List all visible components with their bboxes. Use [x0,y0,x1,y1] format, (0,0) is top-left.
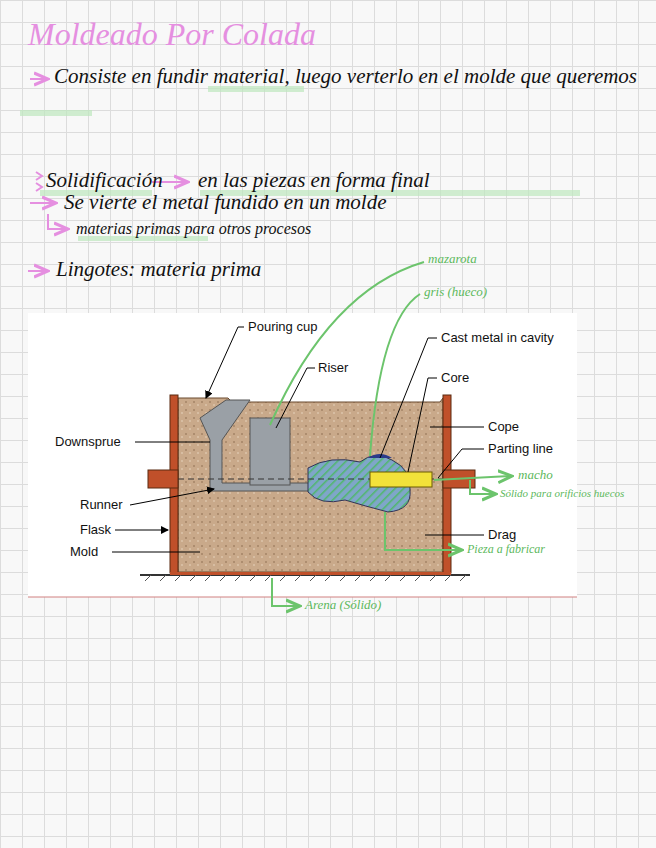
note-line: materias primas para otros procesos [76,220,311,238]
part-label: Parting line [488,442,553,457]
annotation: Sólido para orificios huecos [500,487,630,500]
note-line: Lingotes: materia prima [56,257,261,281]
part-label: Mold [70,545,98,560]
part-label: Cast metal in cavity [441,331,554,346]
part-label: Runner [80,498,123,513]
figure-ground [28,313,577,597]
annotation: macho [518,468,553,483]
casting-mold [140,395,475,581]
note-line: Consiste en fundir material, luego verte… [54,64,644,88]
annotation: gris (hueco) [424,285,487,300]
leader-lines [112,327,484,552]
part-label: Downsprue [55,435,121,450]
note-line: en las piezas en forma final [198,168,430,192]
annotation: Arena (Sólido) [305,598,381,613]
note-line: Se vierte el metal fundido en un molde [64,190,387,214]
part-label: Drag [488,528,516,543]
page-title: Moldeado Por Colada [28,16,316,53]
part-label: Cope [488,420,519,435]
annotation: mazarota [428,252,477,267]
part-label: Pouring cup [248,320,317,335]
bullet-arrows [28,79,188,271]
part-label: Riser [318,361,348,376]
part-label: Flask [80,523,111,538]
part-label: Core [441,371,469,386]
note-heading: Solidificación [46,168,163,192]
annotation: Pieza a fabricar [467,543,545,557]
highlights [20,86,580,241]
